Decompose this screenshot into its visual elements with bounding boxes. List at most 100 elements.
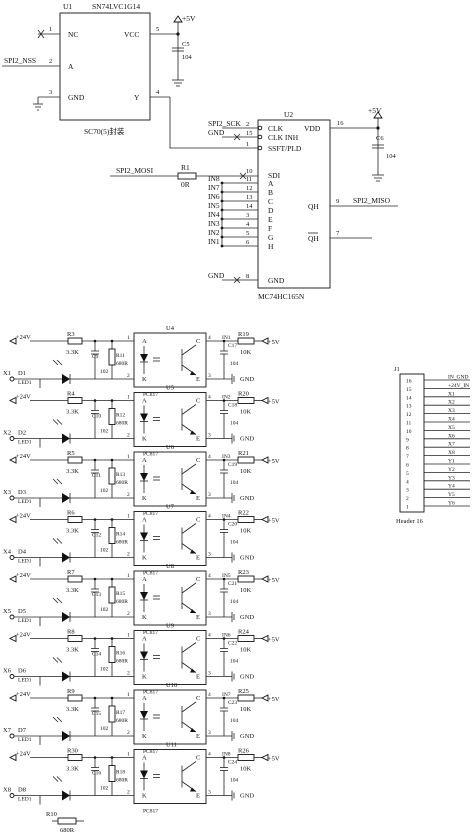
u2-pin-num: 13 [246,194,253,201]
opto-pinK: K [142,793,147,800]
j1-pin-num: 3 [406,488,409,494]
opto-pinC: C [196,457,200,464]
plus24-arrow [8,396,17,405]
led-label: LED1 [18,678,32,684]
junction-dot [93,756,97,759]
junction-dot [93,518,97,521]
cap-bypass-value: 104 [230,421,239,427]
opto-pinE: E [196,376,200,383]
cap-bypass-value: 104 [230,480,239,486]
gnd-label: GND [240,555,254,562]
j1-pin-num: 1 [406,505,409,511]
x-terminal [9,614,15,620]
r1-ref: R1 [181,163,190,172]
r1-net: SPI2_MOSI [116,166,154,175]
opto-pinE: E [196,495,200,502]
opto-body [133,451,207,507]
opto-led [140,651,148,660]
junction-dot [93,339,97,343]
opto-pin3: 3 [208,730,211,736]
opto-ref: U6 [166,444,175,451]
u2-pin-name: H [268,242,274,251]
plus24-label: +24V [16,751,31,758]
u2-qhbar-num: 7 [336,230,340,237]
c5-ref: C5 [182,41,190,48]
r-pull-body [237,337,255,345]
r-in-body [67,575,83,583]
u2-pin-name: E [268,215,273,224]
led-symbol [62,374,70,384]
in-net-label: IN1 [222,335,231,341]
opto-pinE: E [196,436,200,443]
led-symbol [62,731,70,741]
r-shunt-ref: R15 [116,591,125,597]
r-pull-value: 10K [240,468,252,475]
led-symbol [62,790,70,801]
opto-pin3: 3 [208,552,211,558]
junction-dot [110,518,114,521]
j1-pin-num: 13 [406,404,412,410]
cap-ref: C16 [92,771,101,777]
r-in-body [67,516,83,523]
r-shunt-body [108,646,116,663]
r-shunt-body [108,348,116,366]
r-pull-value: 10K [240,587,252,594]
u1-pin4-num: 4 [156,89,160,96]
u2-pin-num: 11 [246,176,252,183]
u2-pin-name: C [268,197,273,206]
gnd-label: GND [240,793,254,800]
x-input-label: X6 [3,668,12,675]
led-label: LED1 [18,559,32,565]
r-in-body [67,635,83,642]
opto-body [133,392,207,447]
r-pull-body [237,456,255,464]
plus5-label: +5V [268,577,280,584]
r-in-ref: R5 [67,450,75,457]
plus24-arrow [8,337,17,345]
j1-pin-num: 2 [406,496,409,502]
u2-pin-net: IN5 [208,201,220,210]
r-pull-ref: R24 [238,629,250,636]
opto-pin2: 2 [127,611,130,617]
plus24-arrow [8,694,17,702]
transistor-arrow [190,430,196,435]
plus24-arrow [8,753,17,762]
u2-vdd-num: 16 [337,120,344,127]
opto-pin2: 2 [127,373,130,379]
u2-inv-bubble [257,134,263,140]
j1-ref: J1 [394,366,400,373]
u2-qhbar-name: QH [308,234,319,243]
led-label: LED1 [18,440,32,446]
opto-part: PC817 [143,630,158,636]
r-in-ref: R3 [67,331,75,338]
u2-pin-num: 14 [246,203,253,210]
j1-pin-num: 4 [406,479,409,485]
j1-pin-num: 10 [406,429,412,435]
j1-pin-net: IN_GND [448,375,468,381]
in-net-label: IN2 [222,395,231,401]
gnd-label: GND [240,495,254,502]
opto-led [140,354,148,362]
plus24-arrow [8,634,17,643]
opto-part: PC817 [143,749,158,755]
transistor-arrow [190,728,196,732]
u2-pin-name: A [268,179,274,188]
cap-bypass-value: 104 [230,361,239,367]
junction-dot [110,637,114,640]
junction-dot [222,458,226,462]
r-in-ref: R7 [67,569,75,576]
opto-pinC: C [196,576,200,583]
r-shunt-body [108,467,116,485]
cap-value: 102 [100,786,109,792]
x-input-label: X5 [3,608,11,615]
cap-ref: C15 [92,711,101,717]
r-in-body [67,754,83,761]
opto-pinC: C [196,695,200,702]
j1-pin-num: 8 [406,446,409,452]
u1-plus5v: +5V [182,14,196,23]
